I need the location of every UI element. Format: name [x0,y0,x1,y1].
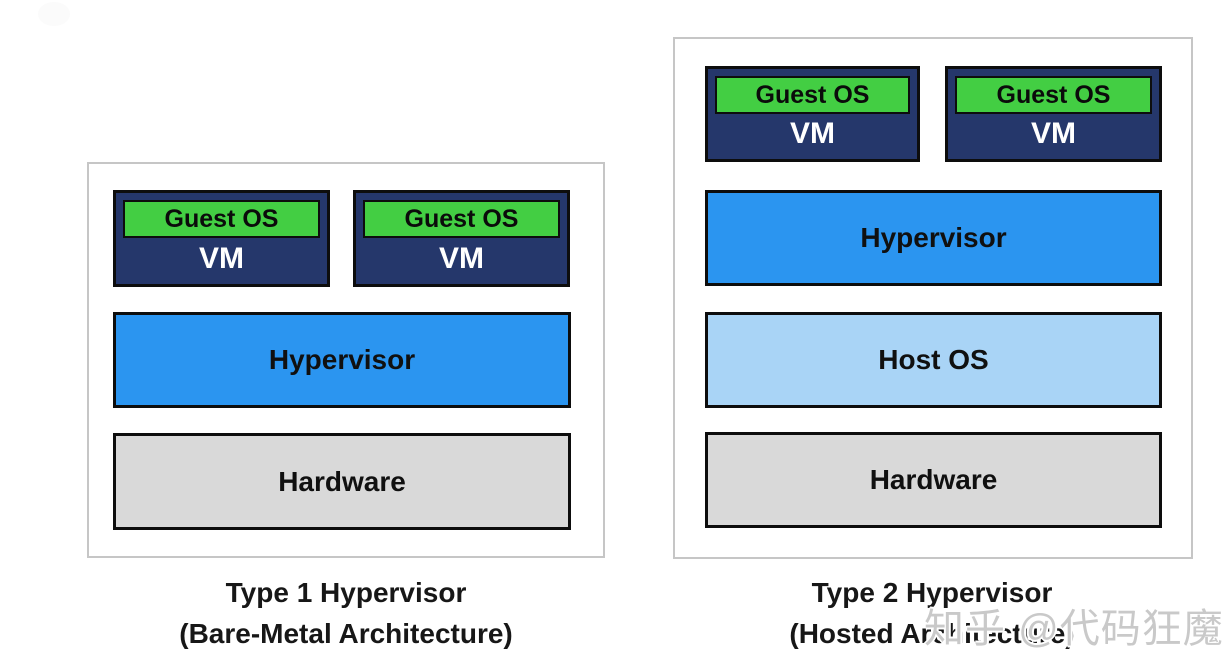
artifact-smudge [38,2,70,26]
vm-label: VM [790,117,835,150]
vm-label: VM [199,242,244,275]
vm-box: Guest OS VM [353,190,570,287]
type2-caption-line2: (Hosted Architecture) [789,618,1075,649]
guest-os-label: Guest OS [996,80,1111,109]
host-os-layer: Host OS [705,312,1162,408]
type1-hypervisor-panel: Guest OS VM Guest OS VM Hypervisor Hardw… [87,162,605,558]
type2-caption-line1: Type 2 Hypervisor [811,577,1053,608]
vm-box: Guest OS VM [113,190,330,287]
vm-box: Guest OS VM [945,66,1162,162]
type1-caption-line1: Type 1 Hypervisor [225,577,467,608]
hardware-layer: Hardware [113,433,571,530]
type1-caption-line2: (Bare-Metal Architecture) [179,618,513,649]
vm-label: VM [1031,117,1076,150]
vm-label: VM [439,242,484,275]
type1-caption: Type 1 Hypervisor (Bare-Metal Architectu… [87,572,605,654]
hypervisor-layer: Hypervisor [705,190,1162,286]
type2-caption: Type 2 Hypervisor (Hosted Architecture) [672,572,1192,654]
guest-os-box: Guest OS [715,76,910,114]
guest-os-label: Guest OS [755,80,870,109]
zhihu-watermark: 知乎 @代码狂魔 [924,607,1224,651]
hypervisor-layer: Hypervisor [113,312,571,408]
guest-os-label: Guest OS [164,204,279,233]
guest-os-box: Guest OS [123,200,320,238]
hardware-layer: Hardware [705,432,1162,528]
guest-os-label: Guest OS [404,204,519,233]
guest-os-box: Guest OS [955,76,1152,114]
type2-hypervisor-panel: Guest OS VM Guest OS VM Hypervisor Host … [673,37,1193,559]
vm-box: Guest OS VM [705,66,920,162]
guest-os-box: Guest OS [363,200,560,238]
